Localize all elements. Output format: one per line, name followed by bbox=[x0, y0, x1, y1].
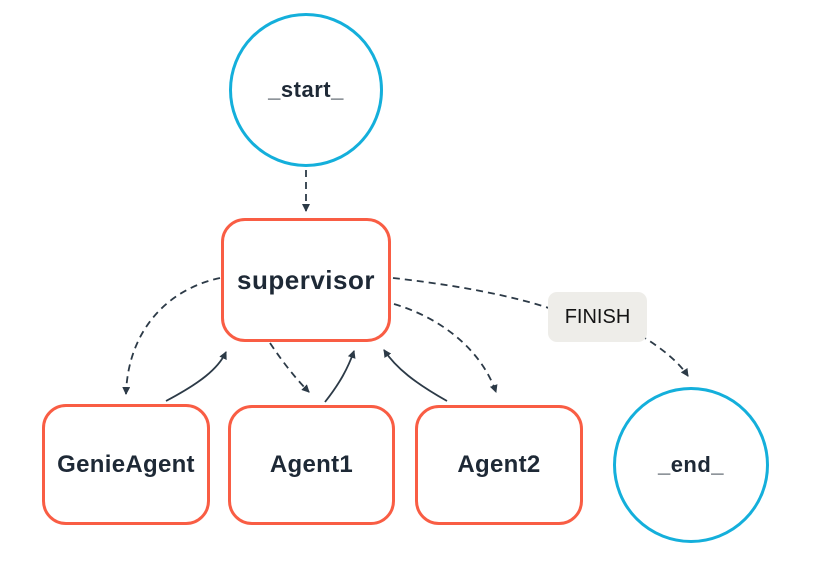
node-agent1[interactable]: Agent1 bbox=[228, 405, 395, 525]
edge-supervisor-to-agent2 bbox=[393, 303, 498, 393]
node-start-label: _start_ bbox=[268, 77, 344, 102]
node-end[interactable]: _end_ bbox=[613, 387, 769, 543]
edge-agent2-to-supervisor bbox=[383, 349, 448, 402]
node-agent2[interactable]: Agent2 bbox=[415, 405, 583, 525]
edge-genieagent-to-supervisor bbox=[165, 351, 227, 402]
edge-finish-to-end bbox=[639, 334, 689, 377]
edge-supervisor-to-finish bbox=[392, 277, 561, 313]
node-start[interactable]: _start_ bbox=[229, 13, 383, 167]
node-end-label: _end_ bbox=[657, 452, 725, 477]
node-genieagent-label: GenieAgent bbox=[57, 450, 195, 478]
node-genieagent[interactable]: GenieAgent bbox=[42, 404, 210, 525]
node-supervisor[interactable]: supervisor bbox=[221, 218, 391, 342]
node-agent2-label: Agent2 bbox=[457, 451, 541, 478]
edge-label-finish: FINISH bbox=[548, 292, 647, 342]
edge-label-finish-text: FINISH bbox=[564, 305, 631, 328]
node-supervisor-label: supervisor bbox=[237, 264, 375, 295]
edge-supervisor-to-genieagent bbox=[122, 277, 221, 395]
edge-agent1-to-supervisor bbox=[324, 350, 356, 403]
node-agent1-label: Agent1 bbox=[269, 451, 354, 478]
edge-supervisor-to-agent1 bbox=[269, 342, 310, 393]
